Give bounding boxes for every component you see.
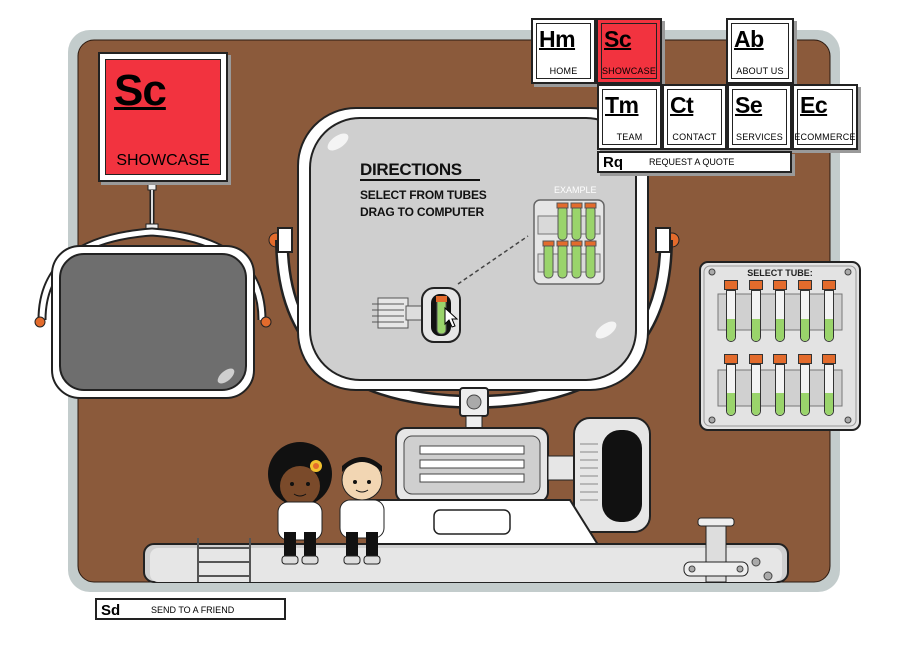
test-tube[interactable] xyxy=(724,280,738,344)
tube-cap xyxy=(822,280,836,290)
nav-label-showcase: SHOWCASE xyxy=(601,66,657,76)
tube-body xyxy=(726,364,736,416)
test-tube[interactable] xyxy=(822,280,836,344)
tube-cap xyxy=(724,280,738,290)
ladder xyxy=(197,538,251,582)
directions-line-2: DRAG TO COMPUTER xyxy=(360,205,484,219)
nav-tile-home[interactable]: Hm HOME xyxy=(531,18,596,84)
girl-scientist xyxy=(268,442,332,565)
tube-cap xyxy=(797,354,812,364)
test-tube[interactable] xyxy=(773,354,787,418)
nav-tile-services[interactable]: Se SERVICES xyxy=(727,84,792,150)
tube-liquid xyxy=(751,393,760,415)
test-tube[interactable] xyxy=(822,354,836,418)
left-monitor-screen xyxy=(59,253,247,391)
tube-cap xyxy=(724,354,738,364)
nav-label-about-us: ABOUT US xyxy=(736,66,784,76)
test-tube[interactable] xyxy=(797,280,812,344)
tube-body xyxy=(726,290,736,342)
tube-cap xyxy=(822,354,836,364)
request-quote-label: REQUEST A QUOTE xyxy=(649,157,735,167)
request-quote-symbol: Rq xyxy=(603,154,623,171)
nav-symbol-home: Hm xyxy=(539,26,576,52)
tube-body xyxy=(799,290,810,342)
boy-scientist xyxy=(339,457,385,565)
nav-label-contact: CONTACT xyxy=(672,132,717,142)
send-to-friend-button[interactable]: Sd SEND TO A FRIEND xyxy=(95,598,286,620)
nav-symbol-ecommerce: Ec xyxy=(800,92,828,118)
section-sign-face xyxy=(105,59,221,175)
test-tube[interactable] xyxy=(724,354,738,418)
send-to-friend-label: SEND TO A FRIEND xyxy=(151,605,235,615)
tube-cap xyxy=(797,280,812,290)
nav-tile-about-us[interactable]: Ab ABOUT US xyxy=(726,18,794,84)
tube-liquid xyxy=(800,393,809,415)
nav-symbol-showcase: Sc xyxy=(604,26,632,52)
tube-body xyxy=(824,290,834,342)
nav-symbol-services: Se xyxy=(735,92,763,118)
tube-body xyxy=(750,364,761,416)
nav-symbol-about-us: Ab xyxy=(734,26,764,52)
tube-liquid xyxy=(825,319,833,341)
nav-tile-team[interactable]: Tm TEAM xyxy=(597,84,662,150)
example-tubes xyxy=(537,202,601,279)
tube-liquid xyxy=(776,319,784,341)
test-tube[interactable] xyxy=(773,280,787,344)
tube-cap xyxy=(748,280,763,290)
example-label: EXAMPLE xyxy=(554,185,597,195)
tube-liquid xyxy=(800,319,809,341)
section-label: SHOWCASE xyxy=(116,152,210,169)
tube-liquid xyxy=(825,393,833,415)
tube-body xyxy=(799,364,810,416)
pipe xyxy=(683,517,773,583)
request-quote-button[interactable]: Rq REQUEST A QUOTE xyxy=(597,151,792,173)
section-symbol: Sc xyxy=(114,66,167,115)
nav-symbol-contact: Ct xyxy=(670,92,694,118)
nav-label-ecommerce: ECOMMERCE xyxy=(794,132,856,142)
directions-title: DIRECTIONS xyxy=(360,160,462,179)
test-tube[interactable] xyxy=(748,280,763,344)
tube-liquid xyxy=(776,393,784,415)
tube-liquid xyxy=(727,319,735,341)
tube-body xyxy=(824,364,834,416)
tube-cap xyxy=(748,354,763,364)
tube-liquid xyxy=(727,393,735,415)
section-sign: Sc SHOWCASE xyxy=(98,52,228,182)
tube-cap xyxy=(773,280,787,290)
tube-panel-title: SELECT TUBE: xyxy=(747,268,813,278)
nav-label-services: SERVICES xyxy=(736,132,783,142)
nav-label-home: HOME xyxy=(549,66,578,76)
tube-body xyxy=(775,364,785,416)
nav-tile-ecommerce[interactable]: Ec ECOMMERCE xyxy=(792,84,858,150)
drag-demo-device xyxy=(372,287,461,343)
test-tube[interactable] xyxy=(748,354,763,418)
nav-tile-contact[interactable]: Ct CONTACT xyxy=(662,84,727,150)
tube-body xyxy=(750,290,761,342)
nav-tile-showcase[interactable]: Sc SHOWCASE xyxy=(596,18,662,84)
test-tube[interactable] xyxy=(797,354,812,418)
tube-liquid xyxy=(751,319,760,341)
send-to-friend-symbol: Sd xyxy=(101,602,121,619)
nav-symbol-team: Tm xyxy=(605,92,639,118)
nav-label-team: TEAM xyxy=(616,132,643,142)
tube-cap xyxy=(773,354,787,364)
directions-line-1: SELECT FROM TUBES xyxy=(360,188,487,202)
tube-body xyxy=(775,290,785,342)
